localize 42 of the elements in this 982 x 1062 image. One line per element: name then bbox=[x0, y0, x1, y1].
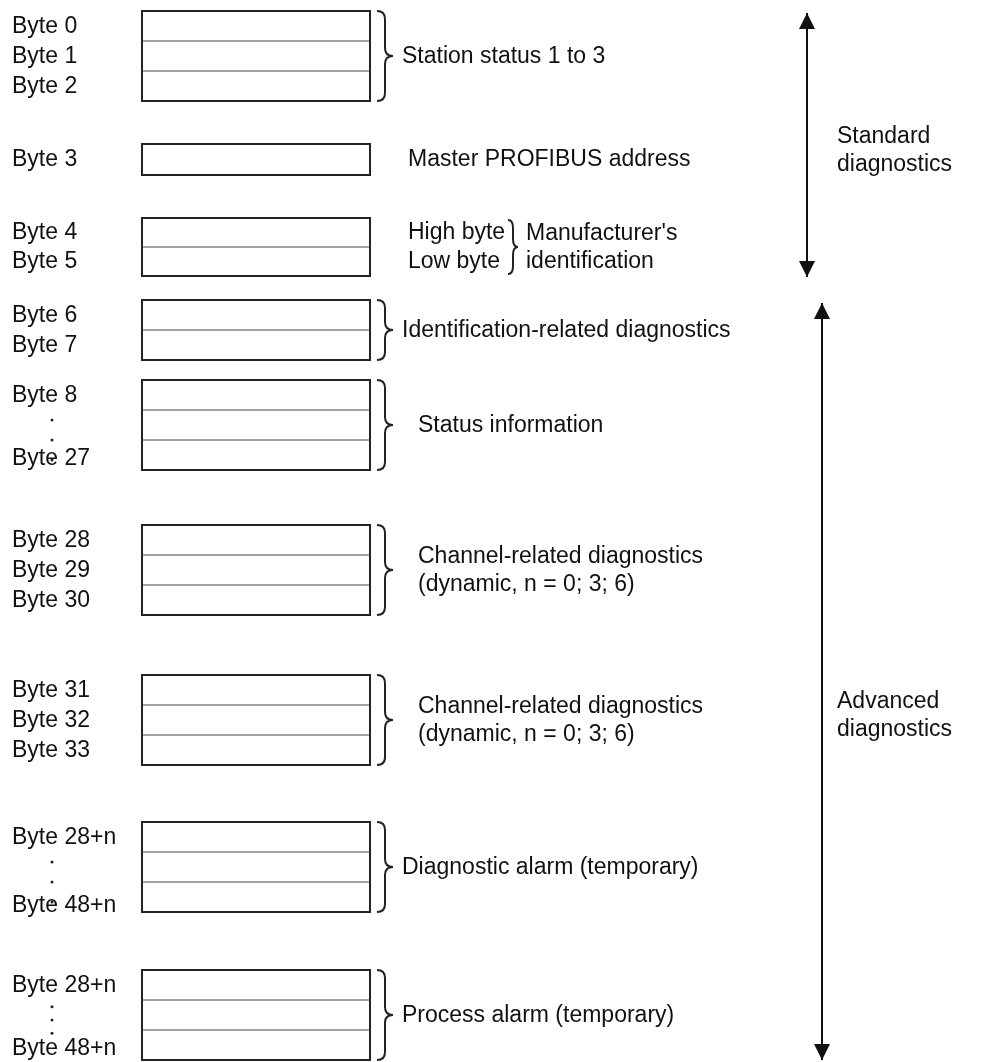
field-description: Diagnostic alarm (temporary) bbox=[402, 853, 699, 881]
byte-label: Byte 2 bbox=[12, 72, 78, 100]
byte-label: Byte 8 bbox=[12, 381, 78, 409]
field-description: Channel-related diagnostics (dynamic, n = 0; 3; 6) bbox=[418, 692, 705, 748]
byte-label: Byte 5 bbox=[12, 247, 78, 275]
field-description: Status information bbox=[418, 411, 604, 439]
register-block bbox=[141, 143, 371, 176]
register-block bbox=[141, 217, 371, 277]
byte-label: Byte 1 bbox=[12, 42, 78, 70]
byte-label: Byte 30 bbox=[12, 586, 90, 614]
field-description: Low byte bbox=[408, 247, 501, 275]
field-description: Process alarm (temporary) bbox=[402, 1001, 675, 1029]
section-label: Standard diagnostics bbox=[837, 122, 954, 178]
field-description: Identification-related diagnostics bbox=[402, 316, 731, 344]
byte-label: Byte 28+n bbox=[12, 971, 117, 999]
register-block bbox=[141, 524, 371, 616]
byte-label: Byte 32 bbox=[12, 706, 90, 734]
byte-label: Byte 3 bbox=[12, 145, 78, 173]
byte-label: Byte 33 bbox=[12, 736, 90, 764]
byte-label: Byte 29 bbox=[12, 556, 90, 584]
register-block bbox=[141, 379, 371, 471]
byte-label: Byte 28 bbox=[12, 526, 90, 554]
register-block bbox=[141, 674, 371, 766]
field-description: Station status 1 to 3 bbox=[402, 42, 606, 70]
field-description: Manufacturer's identification bbox=[526, 219, 679, 275]
byte-label: Byte 27 bbox=[12, 444, 90, 472]
register-block bbox=[141, 969, 371, 1061]
register-block bbox=[141, 10, 371, 102]
field-description: Master PROFIBUS address bbox=[408, 145, 691, 173]
register-block bbox=[141, 299, 371, 361]
register-block bbox=[141, 821, 371, 913]
byte-label: Byte 31 bbox=[12, 676, 90, 704]
byte-label: Byte 0 bbox=[12, 12, 78, 40]
field-description: Channel-related diagnostics (dynamic, n = 0; 3; 6) bbox=[418, 542, 705, 598]
byte-label: Byte 6 bbox=[12, 301, 78, 329]
byte-label: Byte 48+n bbox=[12, 891, 117, 919]
section-label: Advanced diagnostics bbox=[837, 687, 954, 743]
field-description: High byte bbox=[408, 218, 506, 246]
byte-label: Byte 4 bbox=[12, 218, 78, 246]
byte-label: Byte 28+n bbox=[12, 823, 117, 851]
byte-label: Byte 7 bbox=[12, 331, 78, 359]
byte-label: Byte 48+n bbox=[12, 1034, 117, 1062]
